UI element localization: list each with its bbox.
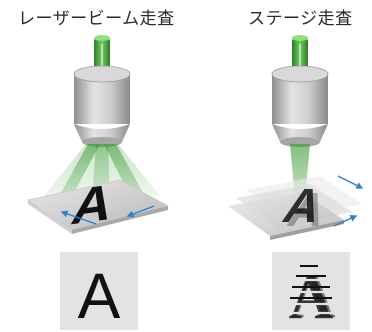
moving-stage xyxy=(228,176,362,240)
result-letter-sharp: A xyxy=(78,260,121,332)
sample-plate xyxy=(27,179,170,234)
scan-direction-arrow xyxy=(60,210,97,225)
laser-tube-icon xyxy=(94,35,110,70)
distortion-jags xyxy=(290,265,332,299)
stage-motion-arrow xyxy=(337,175,364,189)
objective-lens-icon xyxy=(271,65,329,147)
result-tile-sharp: A xyxy=(60,252,138,332)
laser-tube-icon xyxy=(292,35,308,70)
objective-lens-icon xyxy=(73,65,131,147)
laser-scan-illustration: A xyxy=(27,35,170,236)
distortion-streaks xyxy=(286,268,336,315)
stage-scan-illustration: A A xyxy=(228,35,364,240)
scanning-beam-fan xyxy=(44,144,160,200)
laser-scan-title: レーザービーム走査 xyxy=(18,9,175,29)
stage-motion-arrow xyxy=(333,215,358,227)
stage-scan-title: ステージ走査 xyxy=(248,9,353,29)
result-tile-distorted: A A xyxy=(272,252,350,332)
scan-direction-arrow xyxy=(126,205,155,218)
